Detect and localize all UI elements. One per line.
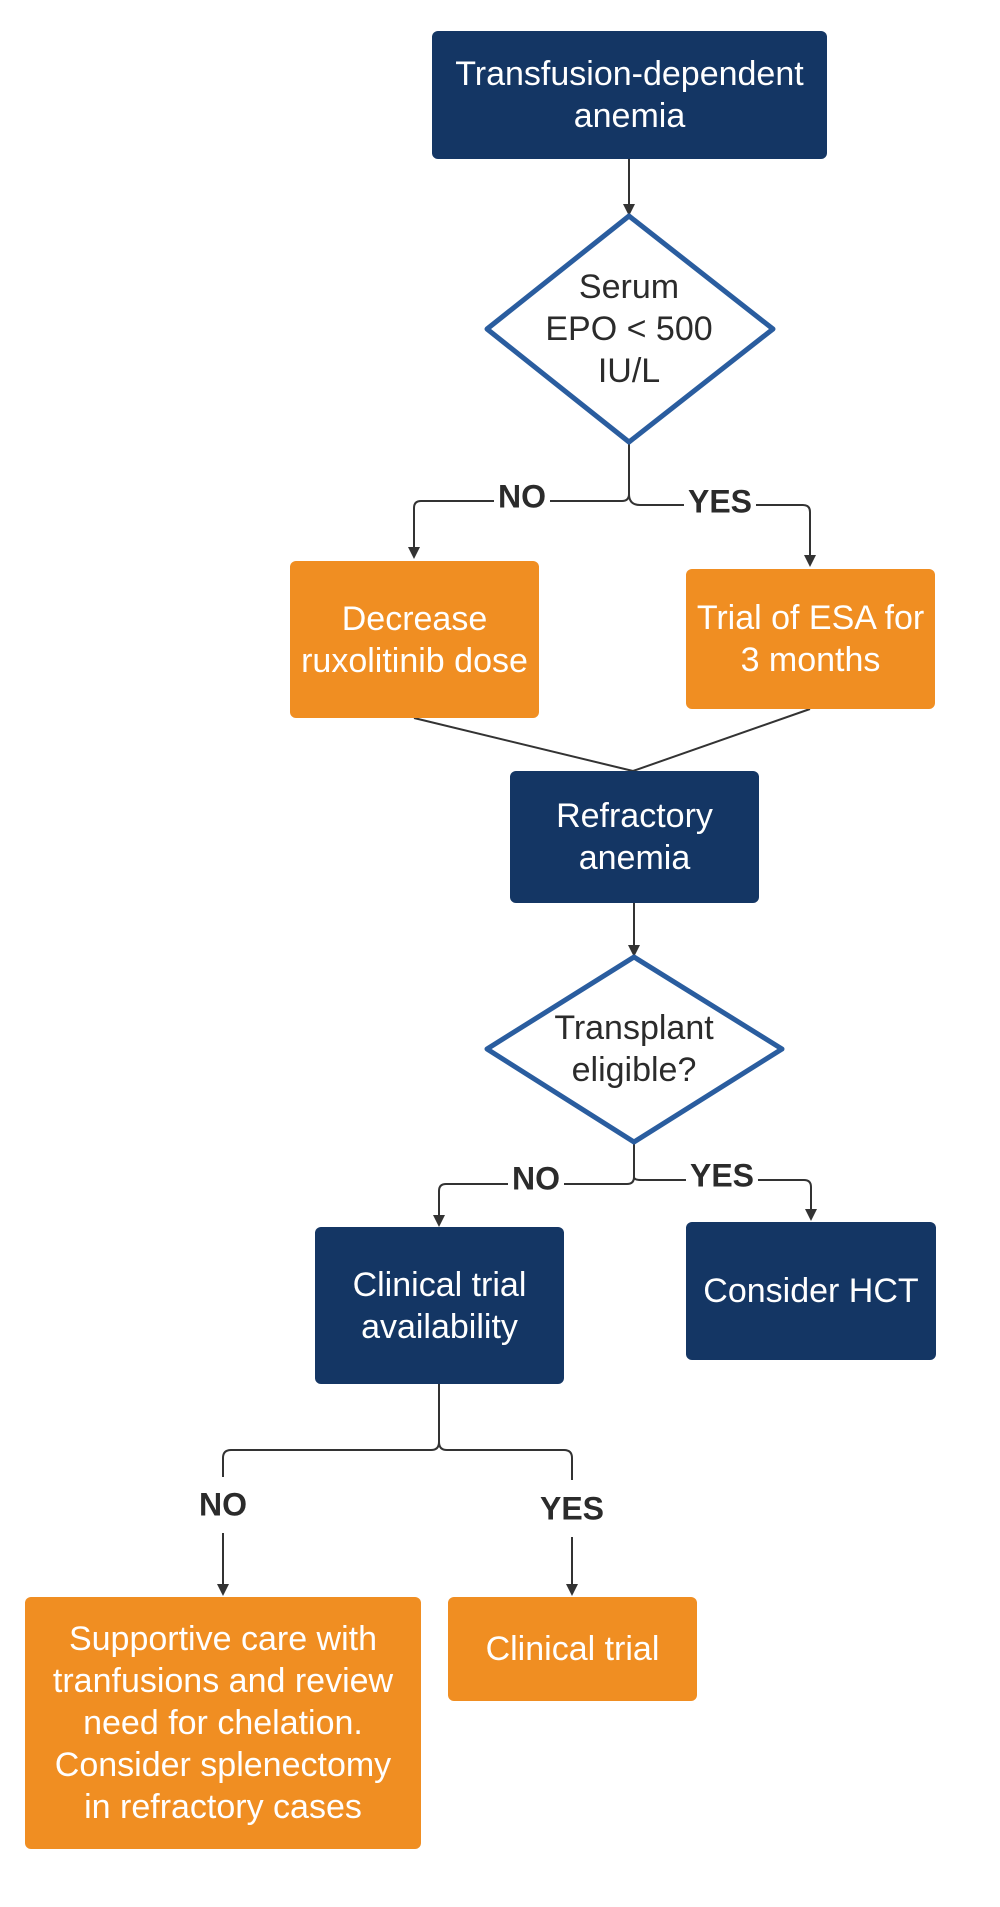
line-decrease-to-refractory [413,717,634,772]
label-trial-no: NO [195,1486,251,1524]
line-trial-availability-yes [438,1441,573,1480]
label-transplant-yes: YES [685,1157,759,1195]
arrow-epo-yes [628,493,816,567]
label-epo-no: NO [494,478,550,516]
node-supportive-care: Supportive care with tranfusions and rev… [25,1597,421,1849]
line-esa-to-refractory [632,708,811,772]
node-decrease-ruxolitinib-dose: Decrease ruxolitinib dose [290,561,539,718]
node-trial-of-esa: Trial of ESA for 3 months [686,569,935,709]
node-consider-hct: Consider HCT [686,1222,936,1360]
line-trial-availability-split [222,1384,440,1477]
arrow-transplant-yes [633,1176,817,1221]
transplant-diamond-shape [484,954,785,1145]
node-transplant-eligible: Transplant eligible? [554,1009,714,1089]
node-clinical-trial-availability: Clinical trial availability [315,1227,564,1384]
epo-diamond-shape [484,213,776,445]
node-transfusion-dependent-anemia: Transfusion-dependent anemia [432,31,827,159]
label-transplant-no: NO [508,1160,564,1198]
node-clinical-trial: Clinical trial [448,1597,697,1701]
node-serum-epo: Serum EPO < 500 IU/L [545,268,713,390]
label-epo-yes: YES [683,483,757,521]
node-refractory-anemia: Refractory anemia [510,771,759,903]
label-trial-yes: YES [535,1490,609,1528]
